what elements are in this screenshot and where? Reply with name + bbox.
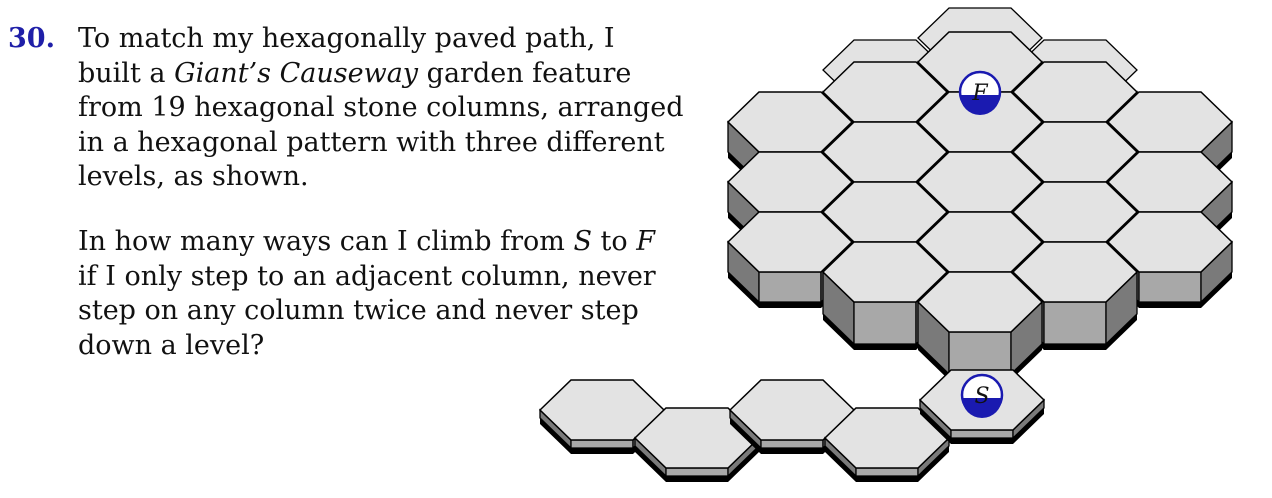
column-top	[1106, 211, 1234, 273]
column-side-front	[1043, 301, 1107, 345]
italic-text: F	[636, 226, 655, 257]
path-stone-side-front	[855, 467, 919, 477]
column-side-front	[853, 301, 917, 345]
column-top	[726, 211, 854, 273]
start-marker-label: S	[974, 384, 989, 409]
italic-text: S	[573, 226, 592, 257]
text-line: To match my hexagonally paved path, I	[78, 23, 615, 54]
column-top	[1011, 241, 1139, 303]
text-line: in a hexagonal pattern with three differ…	[78, 126, 665, 158]
question-number: 30.	[8, 23, 55, 54]
text-line: down a level?	[78, 329, 265, 361]
text-line: built a Giant’s Causeway garden feature	[78, 57, 632, 89]
column-top	[916, 271, 1044, 333]
start-marker-fill	[962, 398, 1002, 418]
problem-paragraph-2: In how many ways can I climb from S to F…	[78, 225, 688, 363]
text-line: step on any column twice and never step	[78, 295, 639, 326]
text-line: from 19 hexagonal stone columns, arrange…	[78, 92, 684, 123]
column-top	[821, 241, 949, 303]
text-line: In how many ways can I climb from S to F	[78, 226, 655, 257]
text-line: levels, as shown.	[78, 161, 309, 192]
path-stone-side-front	[570, 439, 634, 449]
finish-marker-fill	[960, 95, 1000, 115]
column-side-front	[948, 331, 1012, 375]
text-line: if I only step to an adjacent column, ne…	[78, 260, 656, 292]
column-side-front	[758, 271, 822, 303]
path-stone-side-front	[760, 439, 824, 449]
path-stone-side-front	[950, 429, 1014, 439]
path-stone-side-front	[665, 467, 729, 477]
finish-marker-label: F	[971, 81, 988, 106]
italic-text: Giant’s Causeway	[174, 57, 419, 89]
column-side-front	[1138, 271, 1202, 303]
